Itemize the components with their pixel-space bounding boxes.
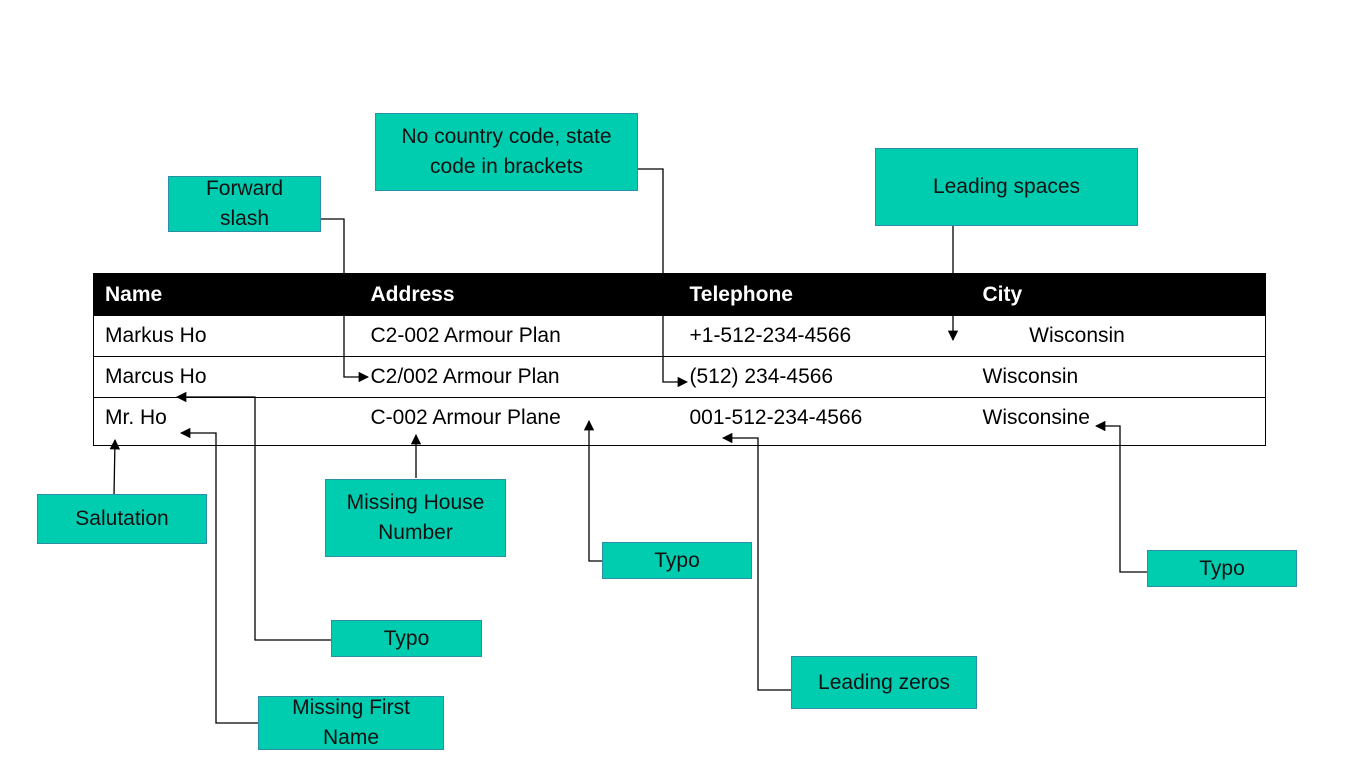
cell-name: Markus Ho — [93, 315, 360, 357]
header-telephone: Telephone — [678, 273, 972, 316]
callout-salutation: Salutation — [37, 494, 207, 544]
typo-city-connector — [1094, 420, 1147, 573]
cell-city: Wisconsin — [971, 356, 1266, 398]
missing-first-name-connector — [179, 427, 259, 724]
callout-label: Leading spaces — [932, 175, 1081, 198]
callout-typo-address: Typo — [602, 542, 752, 579]
header-name: Name — [93, 273, 360, 316]
callout-label: Salutation — [75, 507, 169, 530]
table-row: Mr. Ho C-002 Armour Plane 001-512-234-45… — [93, 397, 1266, 446]
cell-address: C-002 Armour Plane — [359, 397, 679, 446]
header-row: Name Address Telephone City — [93, 273, 1266, 316]
callout-forward-slash: Forward slash — [168, 176, 321, 232]
callout-label: Typo — [654, 548, 700, 572]
callout-typo-name: Typo — [331, 620, 482, 657]
typo-address-connector — [583, 419, 602, 562]
cell-address: C2/002 Armour Plan — [359, 356, 679, 398]
cell-city: Wisconsine — [971, 397, 1266, 446]
callout-label: No country code, state code in brackets — [401, 125, 612, 178]
callout-leading-spaces: Leading spaces — [875, 148, 1138, 226]
cell-telephone: +1-512-234-4566 — [678, 315, 972, 357]
callout-label: Forward slash — [205, 177, 284, 230]
callout-label: Missing House Number — [346, 491, 485, 544]
callout-label: Leading zeros — [818, 670, 950, 694]
callout-label: Typo — [1199, 556, 1245, 580]
cell-name: Mr. Ho — [93, 397, 360, 446]
callout-missing-first-name: Missing First Name — [258, 696, 444, 750]
cell-telephone: 001-512-234-4566 — [678, 397, 972, 446]
header-city: City — [971, 273, 1266, 316]
header-address: Address — [359, 273, 679, 316]
cell-address: C2-002 Armour Plan — [359, 315, 679, 357]
cell-name: Marcus Ho — [93, 356, 360, 398]
callout-typo-city: Typo — [1147, 550, 1297, 587]
salutation-connector — [109, 438, 121, 496]
cell-telephone: (512) 234-4566 — [678, 356, 972, 398]
callout-leading-zeros: Leading zeros — [791, 656, 977, 709]
callout-missing-house-number: Missing House Number — [325, 479, 506, 557]
table-row: Markus Ho C2-002 Armour Plan +1-512-234-… — [93, 315, 1266, 357]
callout-label: Typo — [383, 626, 430, 650]
callout-label: Missing First Name — [292, 696, 410, 749]
cell-city: Wisconsin — [971, 315, 1266, 357]
table-row: Marcus Ho C2/002 Armour Plan (512) 234-4… — [93, 356, 1266, 398]
customer-data-table: Name Address Telephone City Markus Ho C2… — [93, 273, 1266, 446]
callout-no-country-code: No country code, state code in brackets — [375, 113, 638, 191]
